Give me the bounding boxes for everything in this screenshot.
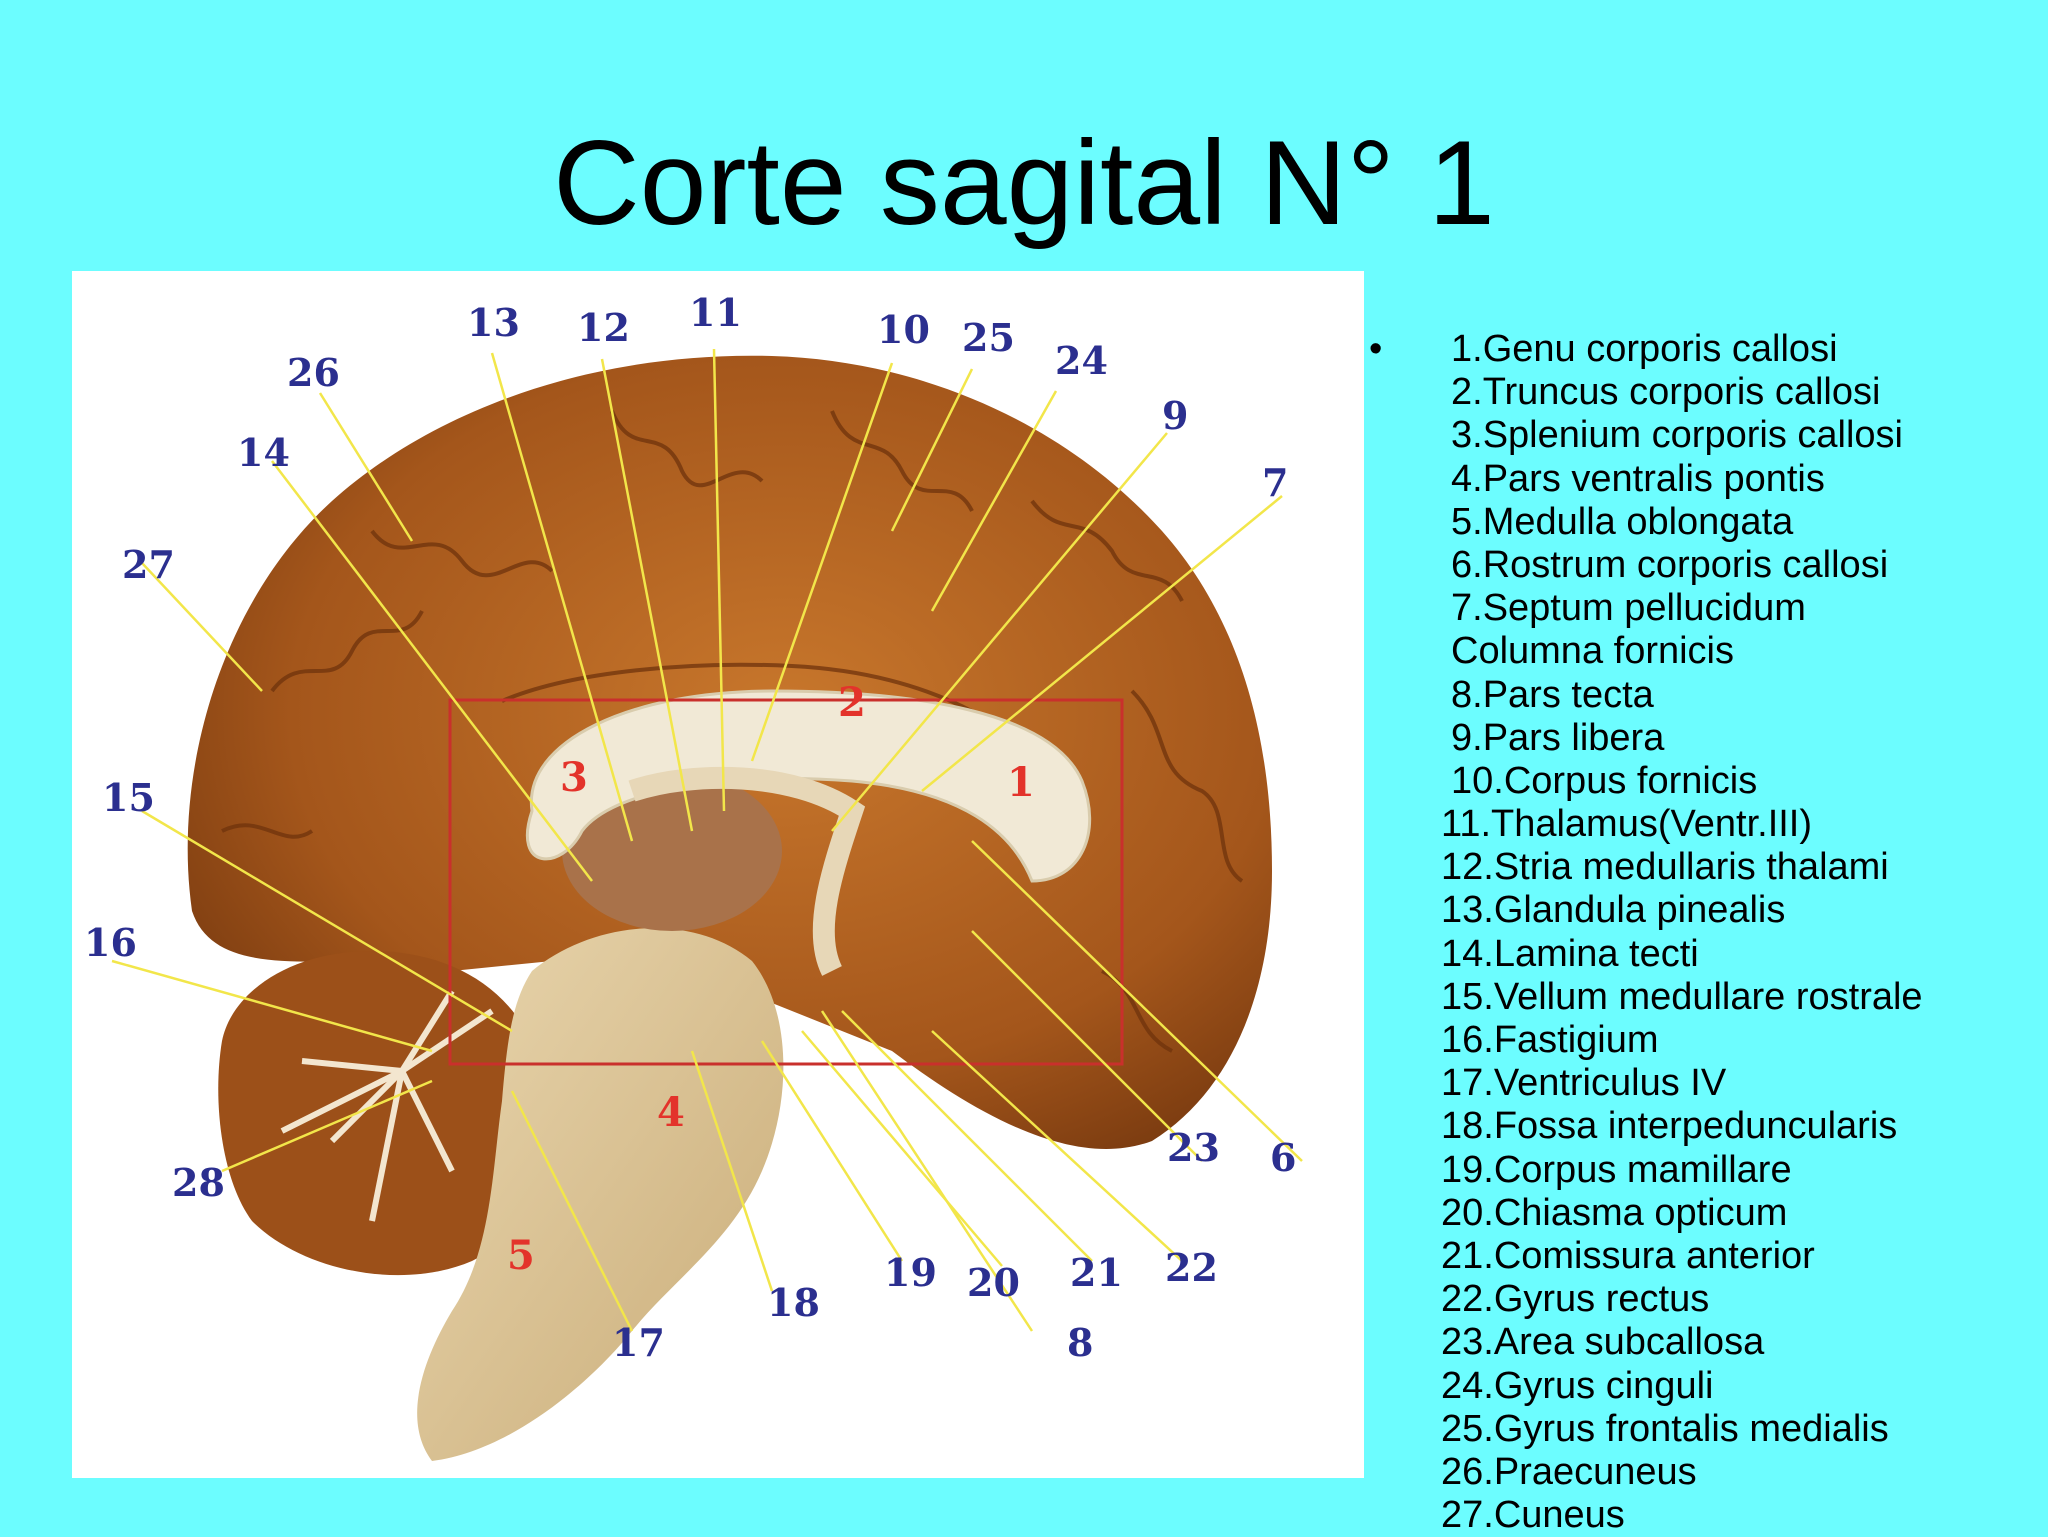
legend-item: 26.Praecuneus: [1441, 1450, 1697, 1493]
callout-18: 18: [767, 1280, 820, 1325]
legend-item: 4.Pars ventralis pontis: [1451, 457, 1825, 500]
callout-15: 15: [102, 775, 155, 820]
leader-lines: [111, 348, 1303, 1332]
callout-16: 16: [84, 920, 137, 965]
legend-item: 17.Ventriculus IV: [1441, 1062, 1727, 1105]
legend-item: 2.Truncus corporis callosi: [1451, 371, 1881, 414]
callout-8: 8: [1067, 1320, 1093, 1365]
region-label-1: 1: [1007, 759, 1035, 806]
legend-item: 24.Gyrus cinguli: [1441, 1364, 1714, 1407]
slide-title: Corte sagital N° 1: [553, 116, 1495, 250]
legend-list: 1.Genu corporis callosi 2.Truncus corpor…: [1365, 328, 2035, 1537]
callout-11: 11: [689, 290, 742, 335]
legend-item: 21.Comissura anterior: [1441, 1234, 1815, 1277]
corpus-callosum-shape: [525, 689, 1092, 883]
arbor-vitae: [280, 989, 494, 1222]
callout-25: 25: [962, 315, 1015, 360]
callout-6: 6: [1270, 1135, 1296, 1180]
legend-item: 27.Cuneus: [1441, 1494, 1625, 1537]
legend-item: 6.Rostrum corporis callosi: [1451, 543, 1889, 586]
callout-14: 14: [237, 430, 290, 475]
callout-22: 22: [1165, 1245, 1218, 1290]
legend-item: 1.Genu corporis callosi: [1451, 328, 1838, 370]
legend-item: 13.Glandula pinealis: [1441, 889, 1786, 932]
legend-item: 25.Gyrus frontalis medialis: [1441, 1407, 1889, 1450]
legend-item: 22.Gyrus rectus: [1441, 1278, 1710, 1321]
gyri-lines: [221, 410, 1244, 1053]
region-label-4: 4: [657, 1089, 685, 1136]
legend-item: 15.Vellum medullare rostrale: [1441, 975, 1923, 1018]
callout-17: 17: [612, 1320, 665, 1365]
legend-item: 19.Corpus mamillare: [1441, 1148, 1792, 1191]
legend-item: 3.Splenium corporis callosi: [1451, 414, 1903, 457]
bullet-mark: •: [1369, 328, 1383, 370]
legend-item: 8.Pars tecta: [1451, 673, 1654, 716]
callout-20: 20: [967, 1260, 1020, 1305]
region-label-5: 5: [507, 1232, 535, 1279]
legend-item: 14.Lamina tecti: [1441, 932, 1699, 975]
callout-12: 12: [577, 305, 630, 350]
callout-10: 10: [877, 307, 930, 352]
callout-26: 26: [287, 350, 340, 395]
legend-item: 9.Pars libera: [1451, 716, 1665, 759]
legend-list-container: • 1.Genu corporis callosi 2.Truncus corp…: [1365, 328, 2035, 1537]
callout-24: 24: [1055, 338, 1108, 383]
legend-item: 11.Thalamus(Ventr.III): [1441, 803, 1813, 846]
highlight-frame: [448, 698, 1124, 1066]
legend-item: 12.Stria medullaris thalami: [1441, 846, 1889, 889]
brain-illustration: 3 2 1 4 5 13 12 11 10 25 24 9 7 26 14 27…: [84, 290, 1303, 1461]
legend-item: 23.Area subcallosa: [1441, 1321, 1765, 1364]
callout-19: 19: [884, 1250, 937, 1295]
callout-21: 21: [1070, 1250, 1123, 1295]
brain-sagittal-section-image: 3 2 1 4 5 13 12 11 10 25 24 9 7 26 14 27…: [72, 271, 1364, 1478]
legend-item: 18.Fossa interpeduncularis: [1441, 1105, 1898, 1148]
legend-item: 20.Chiasma opticum: [1441, 1191, 1788, 1234]
thalamus-shape: [562, 771, 782, 931]
callout-27: 27: [122, 542, 175, 587]
callout-7: 7: [1262, 460, 1288, 505]
region-label-3: 3: [560, 754, 588, 801]
callout-13: 13: [467, 300, 520, 345]
region-label-2: 2: [838, 679, 866, 726]
callout-28: 28: [172, 1160, 225, 1205]
legend-item: 10.Corpus fornicis: [1451, 759, 1758, 802]
legend-item: 7.Septum pellucidum: [1451, 587, 1806, 630]
callout-9: 9: [1162, 393, 1188, 438]
legend-item: 5.Medulla oblongata: [1451, 500, 1794, 543]
brainstem-shape: [417, 928, 784, 1461]
legend-item: Columna fornicis: [1451, 630, 1734, 673]
legend-item: 16.Fastigium: [1441, 1019, 1659, 1061]
fornix-shape: [628, 766, 866, 976]
callout-23: 23: [1167, 1125, 1220, 1170]
